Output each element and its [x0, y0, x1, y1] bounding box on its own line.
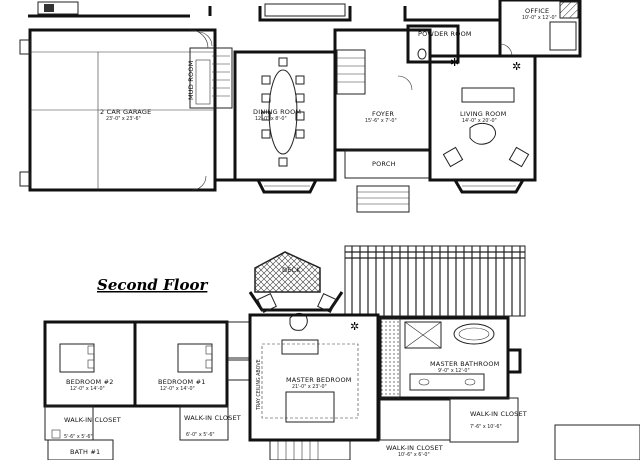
- garage-dims: 23'-0" x 23'-6": [106, 116, 141, 122]
- deck-label: DECK: [282, 266, 301, 274]
- bedroom-1-label: BEDROOM #1: [158, 378, 206, 386]
- master-bathroom-dims: 9'-0" x 12'-0": [438, 368, 470, 374]
- svg-text:✲: ✲: [450, 56, 459, 69]
- foyer-label: FOYER: [372, 110, 394, 118]
- walkin-closet-b-label: WALK-IN CLOSET: [184, 414, 241, 422]
- foyer-dims: 15'-6" x 7'-0": [365, 118, 397, 124]
- walkin-closet-b-dims: 6'-0" x 5'-6": [186, 432, 215, 438]
- walkin-closet-d-label: WALK-IN CLOSET: [470, 410, 527, 418]
- walkin-closet-c-dims: 10'-6" x 6'-0": [398, 452, 430, 458]
- office-dims: 10'-0" x 12'-0": [522, 15, 557, 21]
- bedroom-1-dims: 12'-0" x 14'-0": [160, 386, 195, 392]
- walkin-closet-a-label: WALK-IN CLOSET: [64, 416, 121, 424]
- first-floor-plan: ✲ ✲: [19, 0, 582, 213]
- master-bedroom-dims: 21'-0" x 23'-0": [292, 384, 327, 390]
- tray-ceiling-label: TRAY CEILING ABOVE: [256, 359, 262, 411]
- bedroom-2-dims: 12'-0" x 14'-0": [70, 386, 105, 392]
- second-floor-title: Second Floor: [97, 276, 208, 294]
- svg-text:✲: ✲: [350, 320, 359, 333]
- dining-room-label: DINING ROOM: [253, 108, 301, 116]
- master-bathroom-label: MASTER BATHROOM: [430, 360, 499, 368]
- garage-label: 2 CAR GARAGE: [100, 108, 151, 116]
- office-label: OFFICE: [525, 7, 549, 15]
- second-floor-plan: ✲: [43, 245, 640, 460]
- svg-text:✲: ✲: [512, 60, 521, 73]
- living-room-dims: 14'-0" x 20'-0": [462, 118, 497, 124]
- powder-room-label: POWDER ROOM: [418, 30, 472, 38]
- bath-1-label: BATH #1: [70, 448, 100, 456]
- bedroom-2-label: BEDROOM #2: [66, 378, 114, 386]
- walkin-closet-d-dims: 7'-6" x 10'-6": [470, 424, 502, 430]
- walkin-closet-a-dims: 5'-6" x 5'-6": [64, 434, 93, 440]
- porch-label: PORCH: [372, 160, 396, 168]
- master-bedroom-label: MASTER BEDROOM: [286, 376, 352, 384]
- living-room-label: LIVING ROOM: [460, 110, 506, 118]
- mud-room-label: MUD ROOM: [187, 61, 195, 100]
- walkin-closet-c-label: WALK-IN CLOSET: [386, 444, 443, 452]
- dining-room-dims: 12'-0" x 8'-0": [255, 116, 287, 122]
